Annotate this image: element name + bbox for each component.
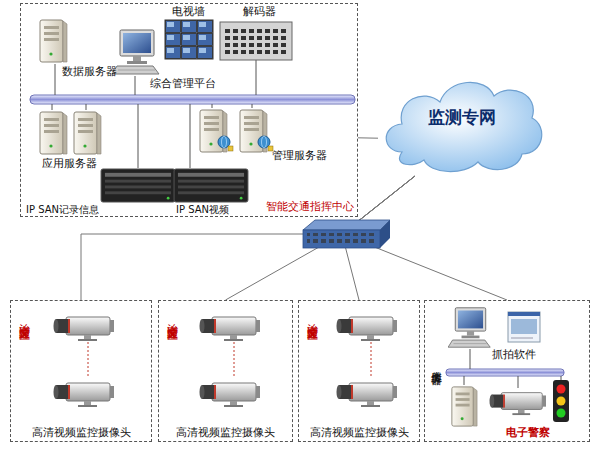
screenshot-icon (511, 338, 533, 339)
zone-heading: 治安交通监控区 (17, 315, 30, 322)
decoder-icon (220, 22, 292, 60)
network-switch-icon (380, 220, 390, 248)
command-center-bus (52, 104, 53, 110)
device-label: IP SAN记录信息 (26, 204, 99, 216)
management-pc-icon (112, 30, 159, 74)
upload-bus (561, 376, 562, 380)
device-label: 抓拍软件 (492, 349, 536, 362)
upload-bus (470, 349, 471, 369)
upload-bus (464, 376, 465, 385)
screenshot-icon (508, 312, 540, 316)
network-link (81, 176, 415, 300)
traffic-light-icon (557, 397, 566, 406)
camera-icon (54, 317, 115, 341)
screenshot-icon (508, 312, 540, 342)
capture-pc-icon (448, 308, 490, 347)
device-label: 应用服务器 (42, 158, 97, 171)
command-center-bus (86, 104, 87, 110)
command-center-bus (212, 104, 213, 108)
network-cloud: 监测专网 (378, 68, 546, 176)
traffic-light-icon (557, 385, 566, 394)
device-label: 电视墙 (172, 6, 205, 19)
network-link (358, 137, 378, 138)
command-center-bus (138, 104, 139, 168)
camera-link (88, 342, 89, 377)
command-center-bus (135, 76, 136, 95)
tv-wall-icon (165, 20, 213, 59)
command-center-bus (30, 95, 355, 104)
zone-heading: 治安交通监控区 (305, 315, 318, 322)
upload-server-icon (452, 387, 477, 426)
camera-icon (200, 317, 261, 341)
device-label: 数据服务器 (62, 66, 117, 79)
upload-bus (446, 369, 564, 376)
monitoring-zone-box: 治安交通监控区高清视频监控摄像头 (298, 300, 420, 442)
traffic-light-icon (553, 380, 569, 422)
camera-icon (337, 317, 398, 341)
upload-bus (446, 349, 564, 388)
traffic-light-icon (553, 380, 569, 422)
command-center-box: 智能交通指挥中心 (20, 3, 358, 217)
monitoring-zone-box: 治安交通监控区高清视频监控摄像头 (158, 300, 293, 442)
app-server-icon (40, 112, 67, 154)
camera-caption: 高清视频监控摄像头 (299, 427, 419, 440)
camera-icon (54, 383, 115, 407)
command-center-bus (190, 104, 191, 168)
network-switch-icon (303, 230, 380, 248)
command-center-bus (30, 60, 355, 168)
globe-icon (228, 146, 233, 151)
command-center-bus (252, 104, 253, 108)
ip-san-icon (101, 169, 175, 202)
camera-caption: 高清视频监控摄像头 (159, 427, 292, 440)
screenshot-icon (511, 319, 537, 334)
screenshot-icon (508, 312, 540, 342)
command-center-bus (55, 64, 56, 95)
device-label: IP SAN视频 (176, 204, 229, 216)
camera-icon (337, 383, 398, 407)
network-switch-icon (303, 220, 390, 248)
camera-link (234, 342, 235, 377)
decoder-icon (224, 43, 288, 56)
e-police-box: 电子警察 (424, 300, 590, 442)
decoder-icon (224, 26, 288, 40)
decoder-icon (220, 22, 292, 60)
camera-caption: 高清视频监控摄像头 (11, 427, 151, 440)
device-label: 管理服务器 (272, 150, 327, 163)
e-police-heading: 电子警察 (506, 427, 550, 440)
globe-icon (222, 136, 227, 148)
cloud-label: 监测专网 (378, 108, 546, 128)
command-center-bus (256, 60, 257, 95)
globe-icon (218, 136, 273, 151)
camera-link (88, 342, 371, 377)
ip-san-icon (174, 169, 248, 202)
camera-link (371, 342, 372, 377)
upload-bus (518, 376, 519, 388)
camera-icon (200, 383, 261, 407)
center-heading: 智能交通指挥中心 (266, 201, 354, 214)
globe-icon (262, 136, 267, 148)
data-server-icon (40, 20, 67, 62)
app-server-icon (74, 112, 101, 154)
network-switch-icon (303, 220, 390, 230)
device-label: 综合管理平台 (150, 78, 216, 91)
network-link (226, 176, 415, 300)
device-label: 上传服务器 (429, 362, 442, 367)
zone-heading: 治安交通监控区 (165, 315, 178, 322)
device-label: 解码器 (243, 6, 276, 19)
camera-icon (490, 393, 546, 415)
traffic-light-icon (557, 409, 566, 418)
network-switch-icon (307, 233, 376, 245)
monitoring-zone-box: 治安交通监控区高清视频监控摄像头 (10, 300, 152, 442)
tv-wall-icon (165, 20, 213, 59)
